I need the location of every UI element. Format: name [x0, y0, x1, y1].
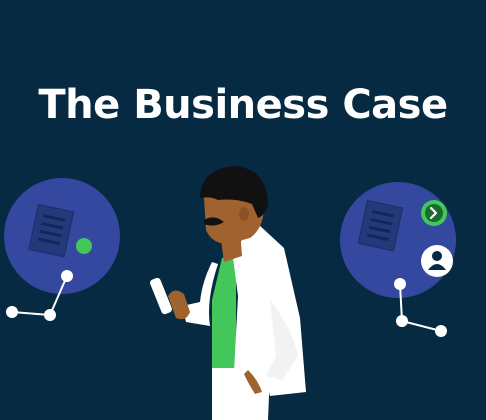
graph-node — [6, 306, 18, 318]
person-legs — [212, 360, 270, 420]
person-arm-back — [266, 300, 298, 380]
user-icon — [421, 245, 453, 277]
right-node-graph — [394, 278, 447, 337]
person-hair — [200, 166, 268, 218]
graph-node — [44, 309, 56, 321]
page-title: The Business Case — [38, 82, 448, 128]
person-ear — [239, 207, 249, 221]
person-figure — [150, 166, 306, 420]
graph-node — [435, 325, 447, 337]
person-hand-front — [168, 290, 190, 320]
graph-node — [394, 278, 406, 290]
graph-node — [61, 270, 73, 282]
person-mustache — [204, 217, 224, 226]
green-dot-icon — [76, 238, 92, 254]
phone-icon — [150, 277, 172, 315]
chevron-right-icon — [421, 200, 447, 226]
left-node-graph — [6, 270, 73, 321]
left-bubble — [4, 178, 120, 321]
person-arm-front — [182, 262, 218, 326]
person-shirt — [212, 252, 236, 368]
document-icon — [28, 203, 75, 258]
person-hand-back — [244, 370, 262, 394]
document-icon — [357, 199, 404, 252]
right-bubble — [340, 182, 456, 337]
graph-node — [396, 315, 408, 327]
